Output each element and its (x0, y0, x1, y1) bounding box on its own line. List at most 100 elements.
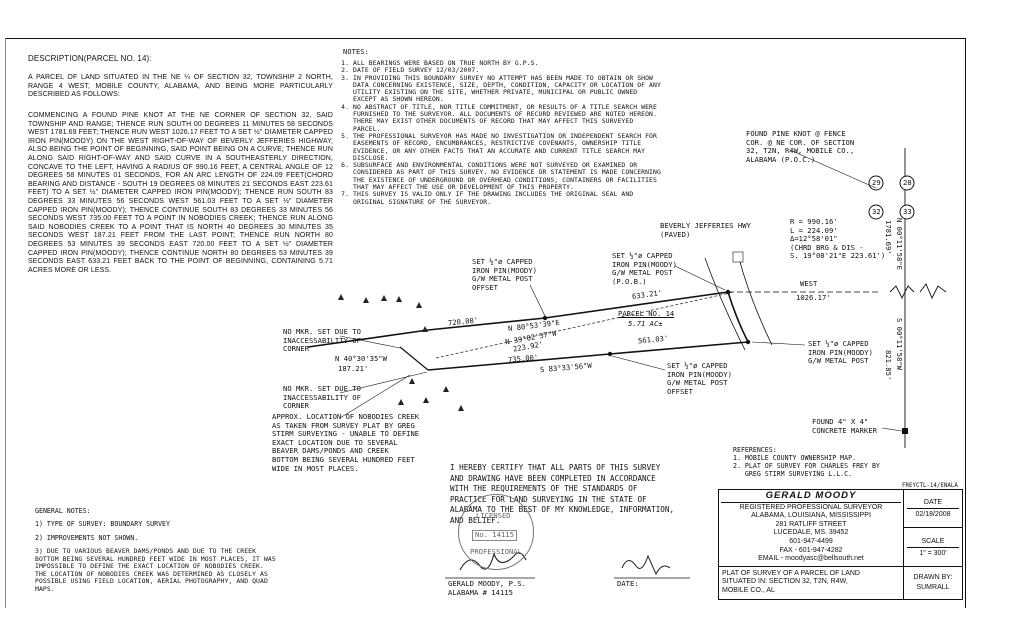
marsh-symbol (398, 399, 404, 405)
description-body: COMMENCING A FOUND PINE KNOT AT THE NE C… (28, 112, 333, 274)
note-item: IN PROVIDING THIS BOUNDARY SURVEY NO ATT… (353, 74, 663, 104)
note-item: THIS SURVEY IS VALID ONLY IF THE DRAWING… (353, 191, 663, 206)
drawn-by-cell: DRAWN BY: SUMRALL (903, 565, 963, 600)
no-marker-note-2: NO MKR. SET DUE TO INACCESSABILITY OF CO… (283, 384, 361, 411)
surveyor-line: 601-947-4499 (789, 537, 833, 545)
marsh-symbol (422, 326, 428, 332)
section-number: 28 (903, 178, 912, 187)
reference-item: 1. MOBILE COUNTY OWNERSHIP MAP. (733, 454, 857, 462)
surveyor-seal (458, 494, 534, 570)
date-signature (621, 554, 671, 576)
description-title: DESCRIPTION(PARCEL NO. 14): (28, 54, 152, 63)
date-value: 02/18/2008 (907, 508, 959, 518)
general-notes-title: GENERAL NOTES: (35, 507, 91, 515)
pin-marker (607, 351, 613, 357)
file-reference: FREYCTL-14/ENALA (902, 483, 958, 489)
seal-top-text: LICENSED (476, 511, 511, 520)
marsh-symbol (396, 296, 402, 302)
surveyor-email: EMAIL - moodyasc@bellsouth.net (758, 555, 864, 563)
leader-line (751, 341, 806, 346)
west-label: WEST (800, 279, 818, 288)
scale-cell: SCALE 1" = 300' (903, 527, 963, 567)
surveyor-line: 281 RATLIFF STREET (775, 520, 847, 528)
leader-line (611, 355, 666, 371)
found-pine-knot-label: FOUND PINE KNOT @ FENCE COR. @ NE COR. O… (746, 129, 855, 164)
south-bearing-label: S 00°11'58"W (895, 318, 904, 370)
notes-block: ALL BEARINGS WERE BASED ON TRUE NORTH BY… (343, 59, 663, 206)
section-number: 32 (872, 207, 881, 216)
highway-shield (732, 251, 744, 263)
note-item: ALL BEARINGS WERE BASED ON TRUE NORTH BY… (353, 59, 663, 67)
pin-marker (725, 289, 731, 295)
west-distance: 1026.17' (796, 293, 831, 302)
general-note-item: 2) IMPROVEMENTS NOT SHOWN. (35, 534, 139, 542)
break-symbol (889, 285, 915, 300)
surveyor-line: ALABAMA, LOUISIANA, MISSISSIPPI (751, 512, 871, 520)
pob-pin-label: SET ½"ø CAPPED IRON PIN(MOODY) G/W METAL… (612, 251, 677, 286)
marsh-symbol (458, 405, 464, 411)
north-boundary-line (307, 291, 729, 348)
highway-west-edge (704, 257, 746, 351)
reference-item: 2. PLAT OF SURVEY FOR CHARLES FREY BY GR… (733, 462, 880, 478)
north-bearing-label: N 00°11'58"E (895, 218, 904, 270)
leader-line (529, 284, 546, 317)
note-item: NO ABSTRACT OF TITLE, NOR TITLE COMMITME… (353, 103, 663, 133)
surveyor-line: LUCEDALE, MS. 39452 (773, 529, 849, 537)
concrete-marker-label: FOUND 4" X 4" CONCRETE MARKER (812, 417, 877, 435)
surveyor-line: FAX - 601-947-4282 (779, 546, 843, 554)
section-number: 29 (872, 178, 881, 187)
marsh-symbol (443, 386, 449, 392)
set-pin-offset-bottom-label: SET ½"ø CAPPED IRON PIN(MOODY) G/W METAL… (667, 361, 732, 396)
concrete-marker-symbol (902, 428, 908, 434)
marsh-symbol (338, 294, 344, 300)
no-marker-note-1: NO MKR. SET DUE TO INACCESSABILITY OF CO… (283, 327, 361, 354)
surveyor-line: REGISTERED PROFESSIONAL SURVEYOR (739, 503, 883, 511)
note-item: THE PROFESSIONAL SURVEYOR HAS MADE NO IN… (353, 132, 663, 162)
sheet-border-right (965, 38, 966, 608)
highway-label: BEVERLY JEFFERIES HWY (PAVED) (660, 221, 751, 239)
scale-label: SCALE (921, 537, 945, 545)
scale-value: 1" = 300' (907, 546, 959, 557)
leader-line (674, 265, 726, 291)
creek-line-boundary (399, 346, 429, 371)
surveyor-name: GERALD MOODY (765, 490, 857, 501)
seal-number: No. 14115 (472, 530, 517, 541)
set-pin-right-label: SET ½"ø CAPPED IRON PIN(MOODY) G/W METAL… (808, 339, 873, 366)
surveyor-info-cell: GERALD MOODY REGISTERED PROFESSIONAL SUR… (718, 489, 904, 567)
highway-east-edge (737, 254, 773, 346)
plat-title: PLAT OF SURVEY OF A PARCEL OF LAND SITUA… (718, 565, 904, 600)
title-block: GERALD MOODY REGISTERED PROFESSIONAL SUR… (718, 488, 963, 600)
distance-187: 187.21' (338, 364, 369, 373)
marsh-symbol (416, 302, 422, 308)
signature-name: GERALD MOODY, P.S. (448, 579, 526, 588)
highway-curve-boundary (727, 291, 749, 343)
sheet-border-top (5, 38, 965, 39)
bearing-n40: N 40°30'35"W (335, 354, 387, 363)
drawn-by-value: SUMRALL (916, 584, 950, 592)
references-title: REFERENCES: (733, 446, 777, 454)
pin-marker (542, 315, 548, 321)
sheet-border-left (5, 38, 6, 608)
section-marker-28 (899, 175, 915, 191)
leader-line (339, 374, 411, 419)
seal-bottom-text: PROFESSIONAL (470, 547, 522, 556)
notes-list: ALL BEARINGS WERE BASED ON TRUE NORTH BY… (343, 59, 663, 206)
marsh-symbol (363, 297, 369, 303)
drawn-by-label: DRAWN BY: (913, 574, 953, 582)
marsh-symbol (409, 378, 415, 384)
section-marker-33 (899, 204, 915, 220)
leader-line (339, 371, 428, 394)
marsh-symbol (423, 397, 429, 403)
note-item: SUBSURFACE AND ENVIRONMENTAL CONDITIONS … (353, 161, 663, 191)
parcel-name: PARCEL NO. 14 (618, 309, 675, 318)
parcel-area: 5.71 AC± (628, 319, 663, 328)
curve-chord-line (435, 291, 735, 359)
signature-license: ALABAMA # 14115 (448, 588, 513, 597)
description-intro: A PARCEL OF LAND SITUATED IN THE NE ¼ OF… (28, 74, 333, 99)
marsh-symbols (338, 294, 464, 411)
section-marker-32 (868, 204, 884, 220)
signature-date-label: DATE: (617, 579, 639, 588)
north-distance-label: 1781.69' (884, 220, 893, 255)
section-number: 33 (903, 207, 912, 216)
